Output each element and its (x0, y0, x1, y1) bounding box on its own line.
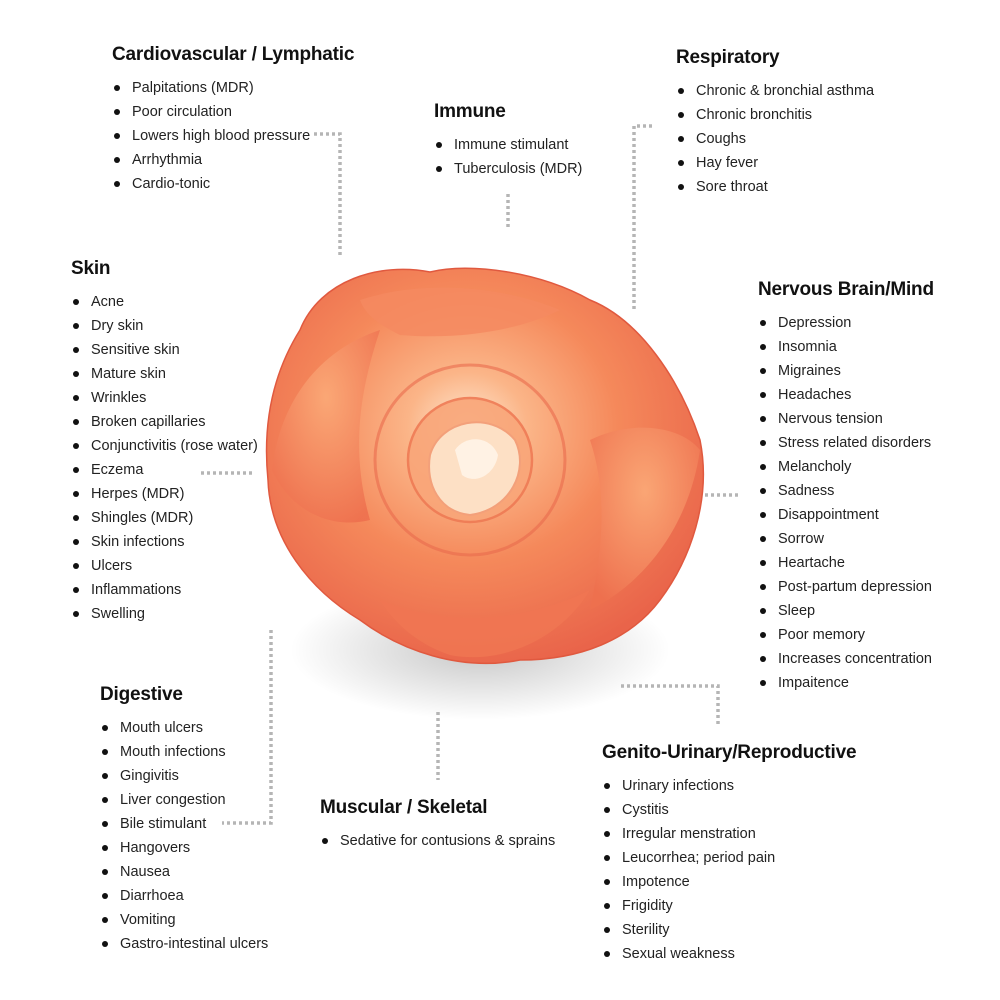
list-item: Poor memory (758, 623, 934, 647)
list-item: Mouth infections (100, 740, 268, 764)
item-list: Chronic & bronchial asthma Chronic bronc… (676, 79, 874, 199)
list-item: Wrinkles (71, 386, 258, 410)
section-cardiovascular: Cardiovascular / Lymphatic Palpitations … (112, 44, 354, 196)
connector-genito (621, 684, 720, 726)
item-list: Palpitations (MDR) Poor circulation Lowe… (112, 76, 354, 196)
section-title: Genito-Urinary/Reproductive (602, 742, 857, 763)
section-skin: Skin Acne Dry skin Sensitive skin Mature… (71, 258, 258, 626)
list-item: Migraines (758, 359, 934, 383)
item-list: Acne Dry skin Sensitive skin Mature skin… (71, 290, 258, 626)
section-digestive: Digestive Mouth ulcers Mouth infections … (100, 684, 268, 956)
section-title: Respiratory (676, 47, 780, 68)
list-item: Vomiting (100, 908, 268, 932)
list-item: Acne (71, 290, 258, 314)
list-item: Coughs (676, 127, 874, 151)
list-item: Post-partum depression (758, 575, 934, 599)
section-title: Muscular / Skeletal (320, 797, 488, 818)
list-item: Immune stimulant (434, 133, 582, 157)
list-item: Diarrhoea (100, 884, 268, 908)
rose-petal-top (360, 287, 560, 337)
list-item: Nervous tension (758, 407, 934, 431)
list-item: Irregular menstration (602, 822, 856, 846)
item-list: Sedative for contusions & sprains (320, 829, 555, 853)
list-item: Broken capillaries (71, 410, 258, 434)
section-immune: Immune Immune stimulant Tuberculosis (MD… (434, 101, 582, 181)
list-item: Mature skin (71, 362, 258, 386)
list-item: Herpes (MDR) (71, 482, 258, 506)
rose-petal-right (590, 427, 700, 610)
list-item: Disappointment (758, 503, 934, 527)
list-item: Cardio-tonic (112, 172, 354, 196)
list-item: Headaches (758, 383, 934, 407)
list-item: Tuberculosis (MDR) (434, 157, 582, 181)
item-list: Depression Insomnia Migraines Headaches … (758, 311, 934, 695)
connector-respiratory (632, 124, 652, 312)
list-item: Increases concentration (758, 647, 934, 671)
rose-petal-bottom (380, 590, 590, 658)
list-item: Dry skin (71, 314, 258, 338)
list-item: Gastro-intestinal ulcers (100, 932, 268, 956)
list-item: Gingivitis (100, 764, 268, 788)
section-nervous: Nervous Brain/Mind Depression Insomnia M… (758, 279, 934, 695)
list-item: Shingles (MDR) (71, 506, 258, 530)
list-item: Frigidity (602, 894, 856, 918)
list-item: Bile stimulant (100, 812, 268, 836)
list-item: Sedative for contusions & sprains (320, 829, 555, 853)
list-item: Leucorrhea; period pain (602, 846, 856, 870)
section-title: Nervous Brain/Mind (758, 279, 934, 300)
list-item: Sadness (758, 479, 934, 503)
connector-digestive (222, 630, 273, 825)
list-item: Cystitis (602, 798, 856, 822)
list-item: Eczema (71, 458, 258, 482)
list-item: Insomnia (758, 335, 934, 359)
list-item: Mouth ulcers (100, 716, 268, 740)
list-item: Poor circulation (112, 100, 354, 124)
list-item: Sorrow (758, 527, 934, 551)
list-item: Liver congestion (100, 788, 268, 812)
rose-center-fold (455, 439, 498, 479)
list-item: Impaitence (758, 671, 934, 695)
section-respiratory: Respiratory Chronic & bronchial asthma C… (676, 47, 874, 199)
list-item: Skin infections (71, 530, 258, 554)
list-item: Arrhythmia (112, 148, 354, 172)
list-item: Impotence (602, 870, 856, 894)
list-item: Hay fever (676, 151, 874, 175)
section-muscular: Muscular / Skeletal Sedative for contusi… (320, 797, 555, 853)
connector-cardiovascular (314, 132, 342, 258)
list-item: Depression (758, 311, 934, 335)
list-item: Swelling (71, 602, 258, 626)
rose-petal-left (272, 330, 380, 523)
list-item: Melancholy (758, 455, 934, 479)
list-item: Urinary infections (602, 774, 856, 798)
list-item: Ulcers (71, 554, 258, 578)
list-item: Conjunctivitis (rose water) (71, 434, 258, 458)
section-title: Skin (71, 258, 111, 279)
list-item: Chronic & bronchial asthma (676, 79, 874, 103)
list-item: Chronic bronchitis (676, 103, 874, 127)
section-title: Digestive (100, 684, 183, 705)
list-item: Sore throat (676, 175, 874, 199)
list-item: Lowers high blood pressure (112, 124, 354, 148)
section-genito: Genito-Urinary/Reproductive Urinary infe… (602, 742, 857, 966)
list-item: Heartache (758, 551, 934, 575)
item-list: Immune stimulant Tuberculosis (MDR) (434, 133, 582, 181)
item-list: Urinary infections Cystitis Irregular me… (602, 774, 856, 966)
section-title: Immune (434, 101, 506, 122)
list-item: Palpitations (MDR) (112, 76, 354, 100)
list-item: Sterility (602, 918, 856, 942)
list-item: Inflammations (71, 578, 258, 602)
list-item: Stress related disorders (758, 431, 934, 455)
list-item: Sleep (758, 599, 934, 623)
list-item: Sexual weakness (602, 942, 856, 966)
list-item: Nausea (100, 860, 268, 884)
list-item: Sensitive skin (71, 338, 258, 362)
rose-inner-ring (373, 363, 567, 557)
item-list: Mouth ulcers Mouth infections Gingivitis… (100, 716, 268, 956)
list-item: Hangovers (100, 836, 268, 860)
section-title: Cardiovascular / Lymphatic (112, 44, 355, 65)
